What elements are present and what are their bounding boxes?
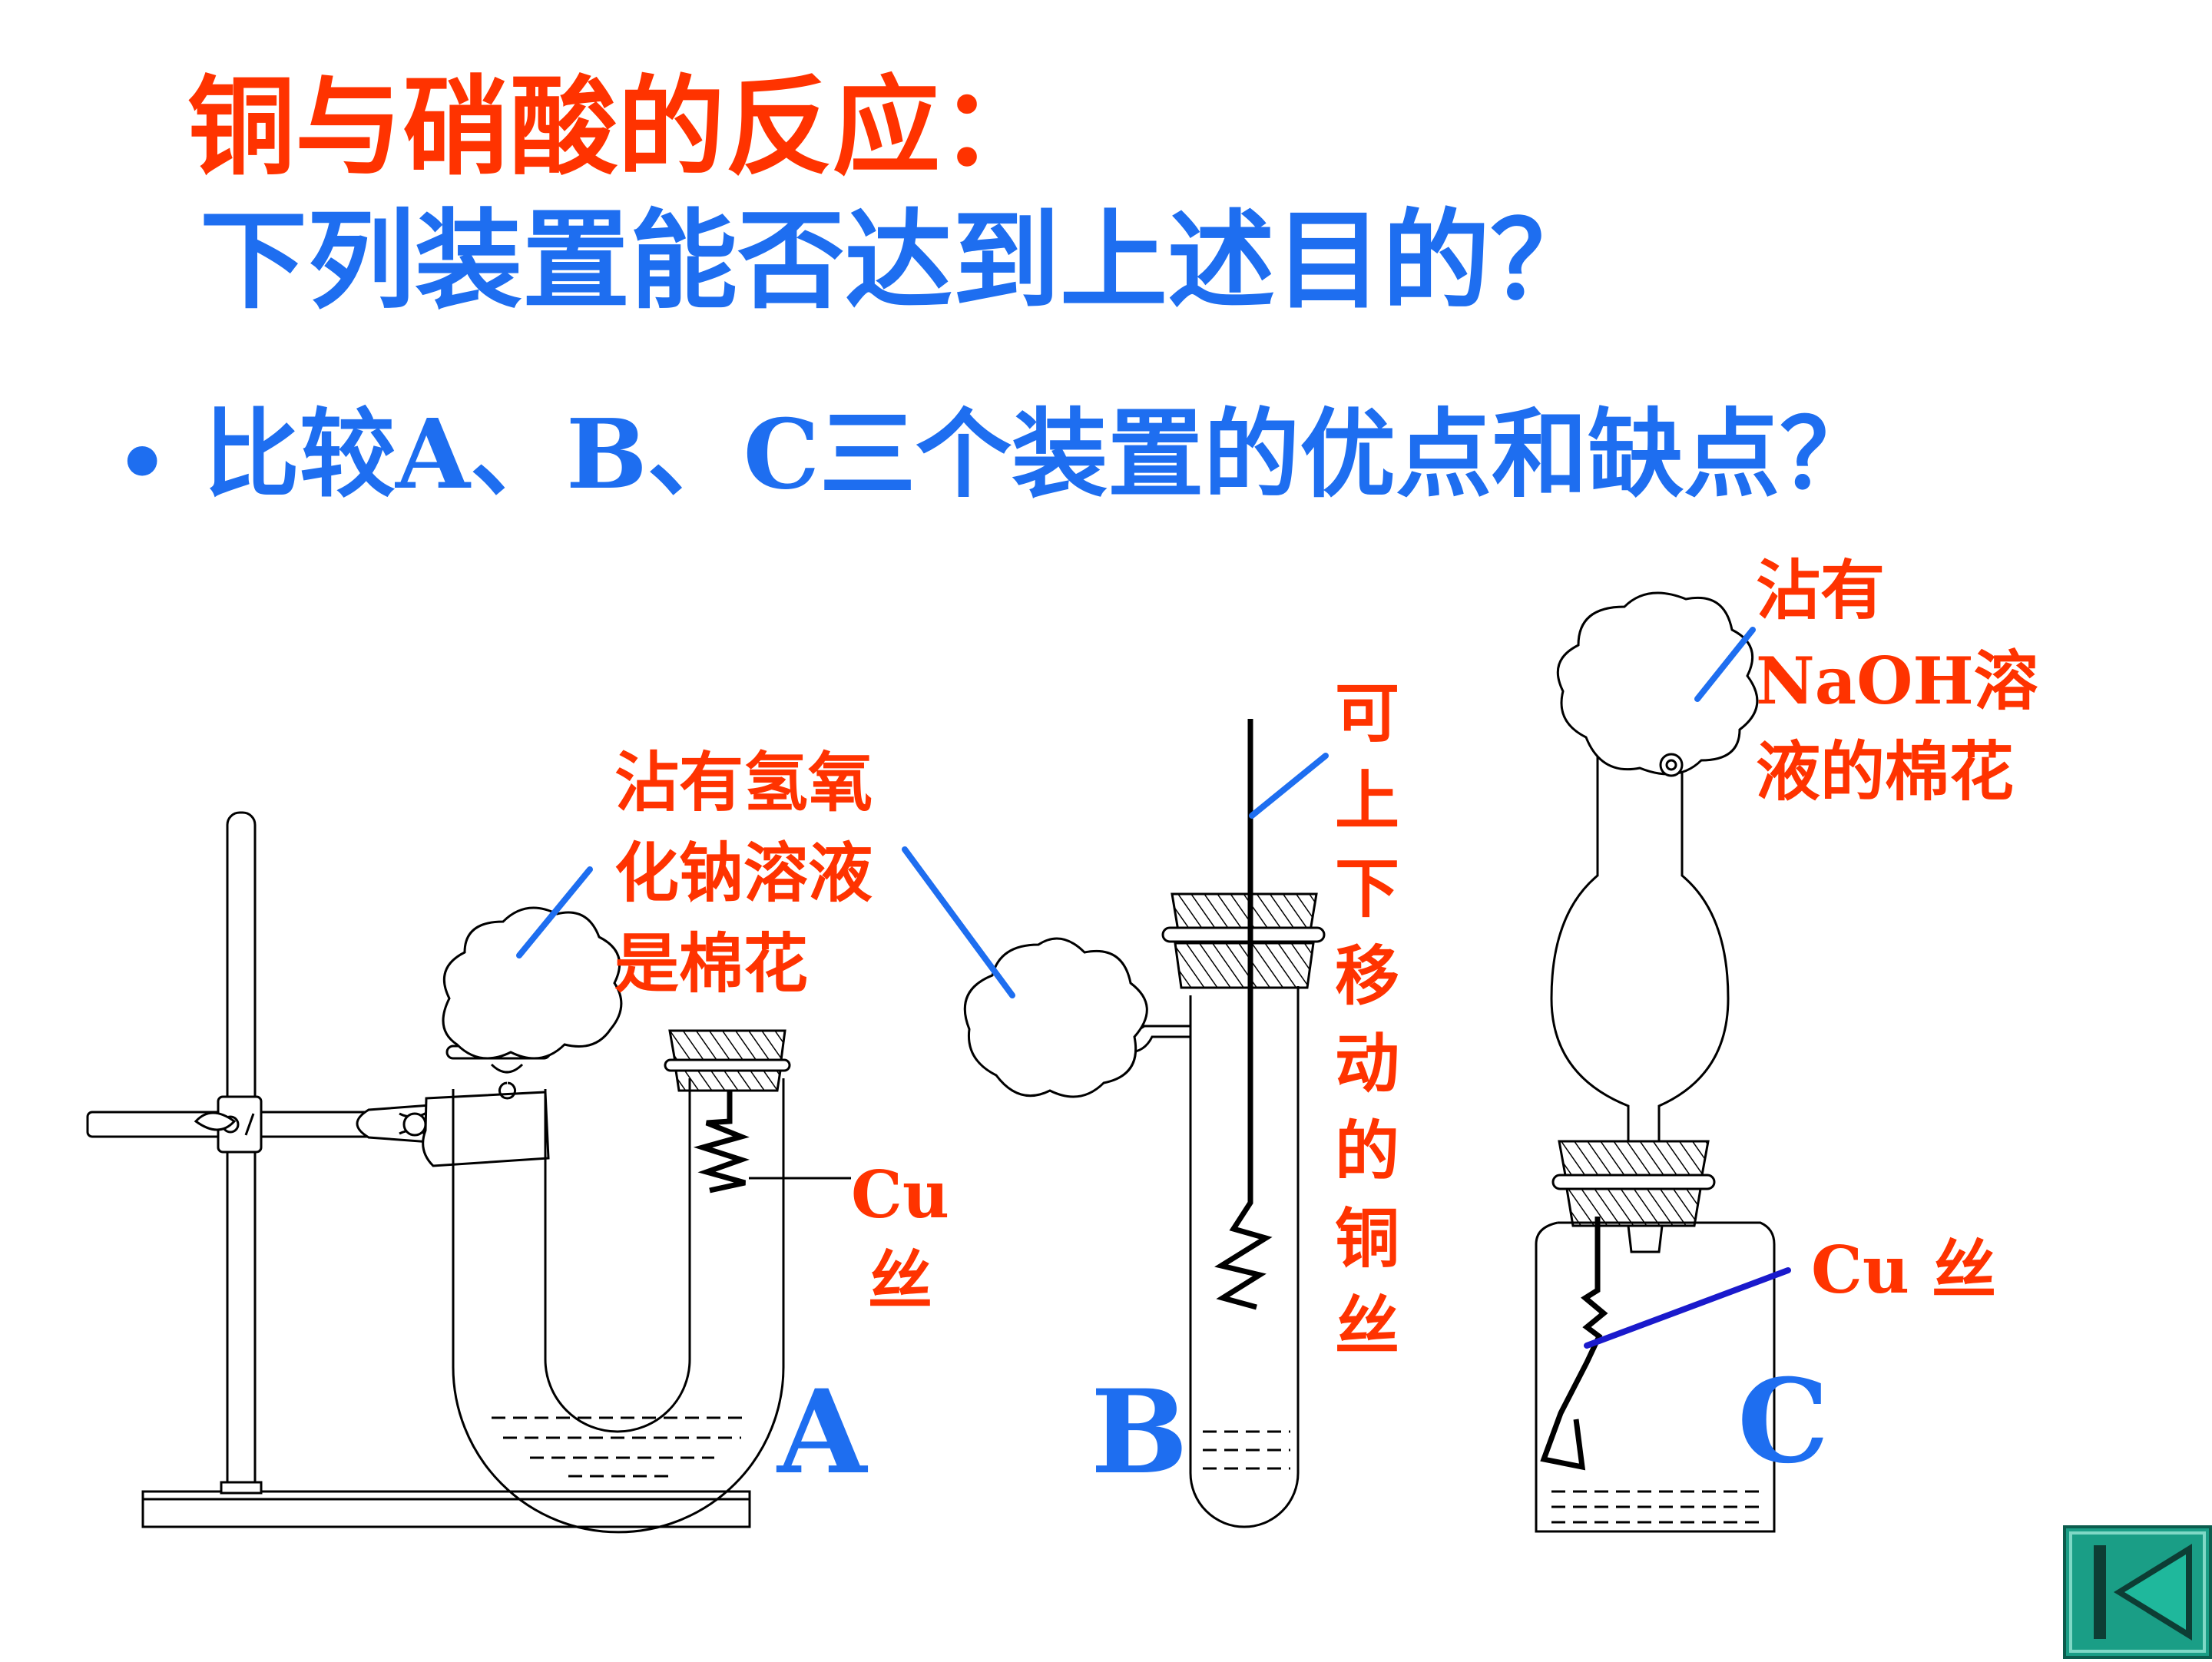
wire-label-b: 可 上 下 移 动 的 铜 丝	[1335, 670, 1399, 1370]
skip-to-first-icon	[2063, 1525, 2212, 1659]
wire-label-a-line: Cu	[851, 1157, 949, 1233]
title-line-2: 下列装置能否达到上述目的？	[200, 198, 1598, 324]
cotton-label-a-line: 是棉花	[614, 925, 809, 1002]
wire-label-a-line: 丝	[867, 1243, 932, 1319]
cotton-label-c-line: 沾有	[1756, 552, 1886, 628]
bullet-marker: •	[115, 413, 170, 512]
wire-label-b-char: 铜	[1335, 1200, 1400, 1276]
cotton-label-a: 沾有氢氧 化钠溶液 是棉花	[614, 737, 873, 1009]
cotton-c	[1556, 591, 1759, 776]
bullet-question: 比较A、B、C三个装置的优点和缺点？	[204, 399, 1876, 511]
apparatus-a	[86, 811, 851, 1534]
back-to-first-button[interactable]	[2063, 1525, 2212, 1659]
cotton-label-a-line: 化钠溶液	[614, 835, 873, 911]
wire-label-b-char: 丝	[1335, 1288, 1400, 1364]
cotton-b	[963, 937, 1148, 1098]
wire-label-b-char: 移	[1335, 938, 1400, 1014]
apparatus-letter-a: A	[777, 1365, 867, 1500]
cotton-label-c: 沾有 NaOH溶 液的棉花	[1756, 545, 2038, 817]
wire-label-c: Cu 丝	[1811, 1232, 1997, 1308]
cotton-label-a-line: 沾有氢氧	[614, 744, 873, 820]
wire-label-b-char: 动	[1335, 1025, 1400, 1101]
cotton-a	[442, 906, 623, 1060]
wire-label-b-char: 上	[1335, 763, 1400, 839]
pointer-lines	[516, 627, 1791, 1349]
wire-label-b-char: 下	[1335, 850, 1400, 926]
title-line-1: 铜与硝酸的反应：	[187, 65, 1048, 190]
apparatus-letter-b: B	[1091, 1365, 1188, 1500]
apparatus-letter-c: C	[1737, 1354, 1830, 1489]
wire-label-b-char: 的	[1335, 1113, 1400, 1189]
cotton-label-c-line: NaOH溶	[1756, 643, 2038, 719]
wire-label-a: Cu 丝	[851, 1152, 949, 1324]
wire-label-b-char: 可	[1335, 675, 1400, 751]
cotton-label-c-line: 液的棉花	[1756, 733, 2015, 809]
